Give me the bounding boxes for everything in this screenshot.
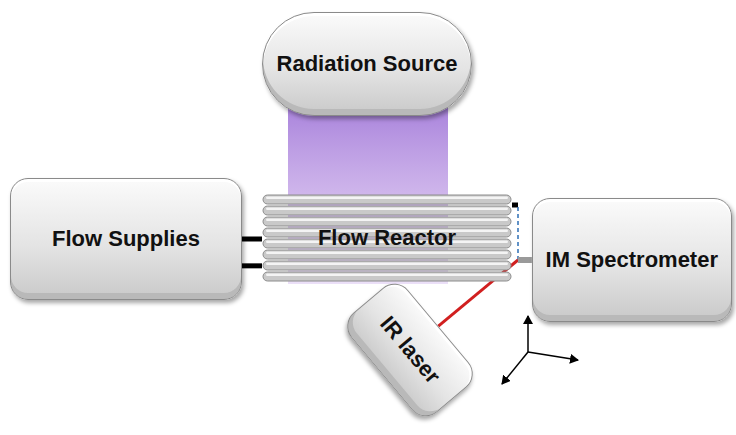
axes-symbol — [502, 316, 578, 384]
coil-highlight — [266, 252, 508, 255]
coil-tube — [263, 206, 511, 215]
coil-tube — [263, 217, 511, 226]
connector-segment — [512, 203, 518, 208]
node-label: Flow Reactor — [318, 224, 456, 252]
coil-highlight — [266, 197, 508, 200]
connector — [242, 265, 262, 266]
node-label: IM Spectrometer — [546, 246, 718, 274]
coil-tube — [263, 250, 511, 259]
coil-highlight — [266, 263, 508, 266]
spectrometer-box: IM Spectrometer — [532, 198, 732, 322]
connector-segment — [518, 257, 532, 263]
coil-tube — [263, 261, 511, 270]
connector-segment — [518, 257, 532, 263]
coil-highlight — [266, 219, 508, 222]
connector-segment — [242, 237, 262, 242]
radiation-source: Radiation Source — [262, 12, 472, 116]
connector-segment — [517, 207, 519, 260]
connector — [512, 205, 532, 260]
flow-supplies-box: Flow Supplies — [10, 178, 242, 300]
flow-reactor: Flow Reactor — [262, 193, 512, 283]
ir-laser-box: IR laser — [340, 276, 480, 423]
connector-segment — [242, 263, 262, 268]
coil-highlight — [266, 274, 508, 277]
node-label: Radiation Source — [277, 50, 458, 78]
node-label: Flow Supplies — [52, 225, 200, 253]
coil-tube — [263, 272, 511, 281]
node-label: IR laser — [374, 311, 446, 390]
coil-highlight — [266, 208, 508, 211]
connector — [242, 239, 262, 240]
coil-tube — [263, 195, 511, 204]
